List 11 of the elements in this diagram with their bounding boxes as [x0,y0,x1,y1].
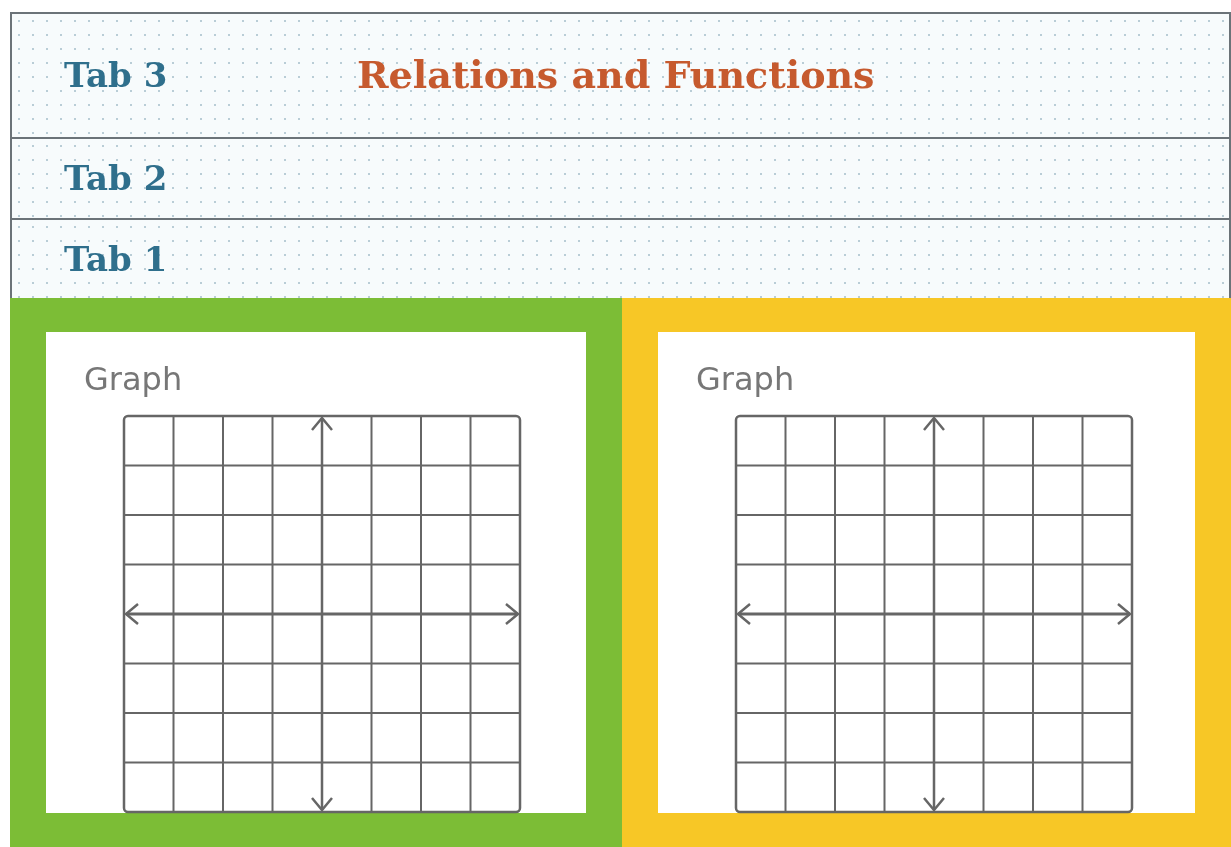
flap-tab [10,218,1231,299]
graph-panel [622,298,1231,847]
tab-label: Tab 1 [64,238,168,279]
tab-label: Tab 3 [64,55,168,95]
graph-label: Graph [696,360,795,398]
graph-label: Graph [84,360,183,398]
tab-label: Tab 2 [64,157,168,198]
title-text: Relations and Functions [357,52,875,97]
flap-tab [10,137,1231,218]
flap-tab [10,12,1231,138]
graph-panel [10,298,622,847]
